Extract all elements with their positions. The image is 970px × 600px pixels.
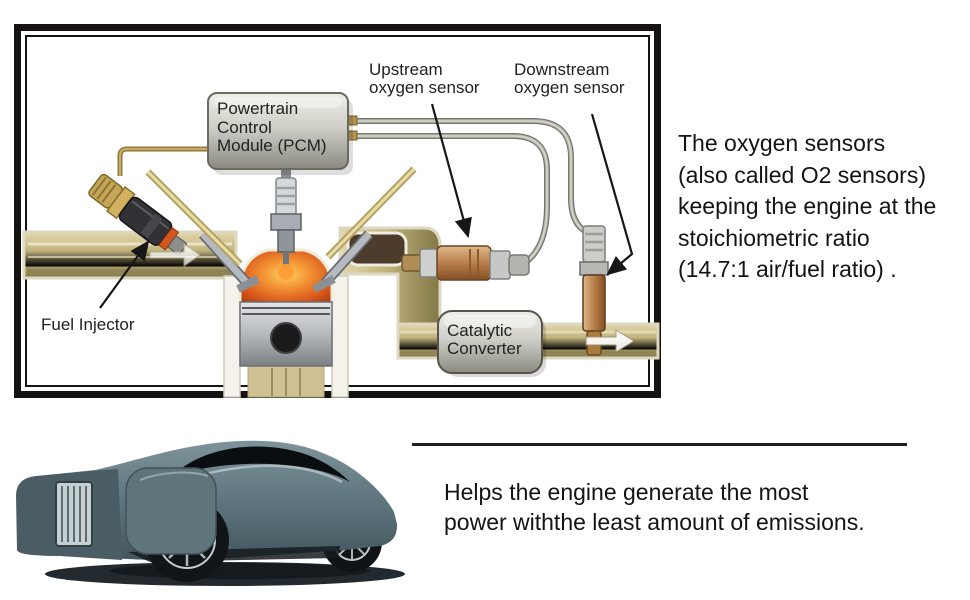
intake-pipe [22, 230, 238, 280]
body-highlight [204, 464, 343, 484]
catalytic-converter-label: Catalytic Converter [447, 321, 522, 358]
pushrod-right [325, 166, 417, 260]
fuel-injector-arrow-icon [99, 240, 150, 309]
cylinder-wall-left [223, 275, 241, 398]
section-divider-line [412, 443, 907, 446]
cylinder-wall-right [331, 275, 349, 398]
piston [239, 301, 333, 367]
intake-flow-arrow-icon [149, 243, 201, 267]
car-canopy [182, 446, 350, 482]
concept-car-image [16, 440, 405, 586]
oxygen-sensor-note: The oxygen sensors (also called O2 senso… [678, 130, 937, 282]
front-wheel-cover [125, 467, 217, 555]
spark-plug [270, 164, 302, 280]
downstream-sensor-wire [356, 118, 594, 237]
intake-valve [199, 230, 260, 293]
pcm-box [207, 92, 353, 175]
downstream-sensor-label: Downstream oxygen sensor [514, 60, 625, 97]
engine-benefit-note: Helps the engine generate the most power… [444, 479, 865, 535]
label-leader-arrows [99, 103, 634, 309]
pcm-label: Powertrain Control Module (PCM) [217, 99, 327, 155]
front-grille [55, 481, 93, 547]
pushrod-left [145, 169, 243, 267]
exhaust-valve [312, 230, 373, 293]
injector-wire [117, 146, 208, 176]
exhaust-flow-arrow-icon [585, 329, 635, 353]
fuel-injector-label: Fuel Injector [41, 315, 135, 334]
downstream-arrow-icon [590, 113, 634, 276]
catalytic-converter [437, 310, 546, 377]
upstream-sensor-label: Upstream oxygen sensor [369, 60, 480, 97]
fuel-injector [88, 173, 187, 255]
upstream-arrow-icon [430, 103, 472, 239]
upstream-oxygen-sensor [401, 245, 530, 281]
